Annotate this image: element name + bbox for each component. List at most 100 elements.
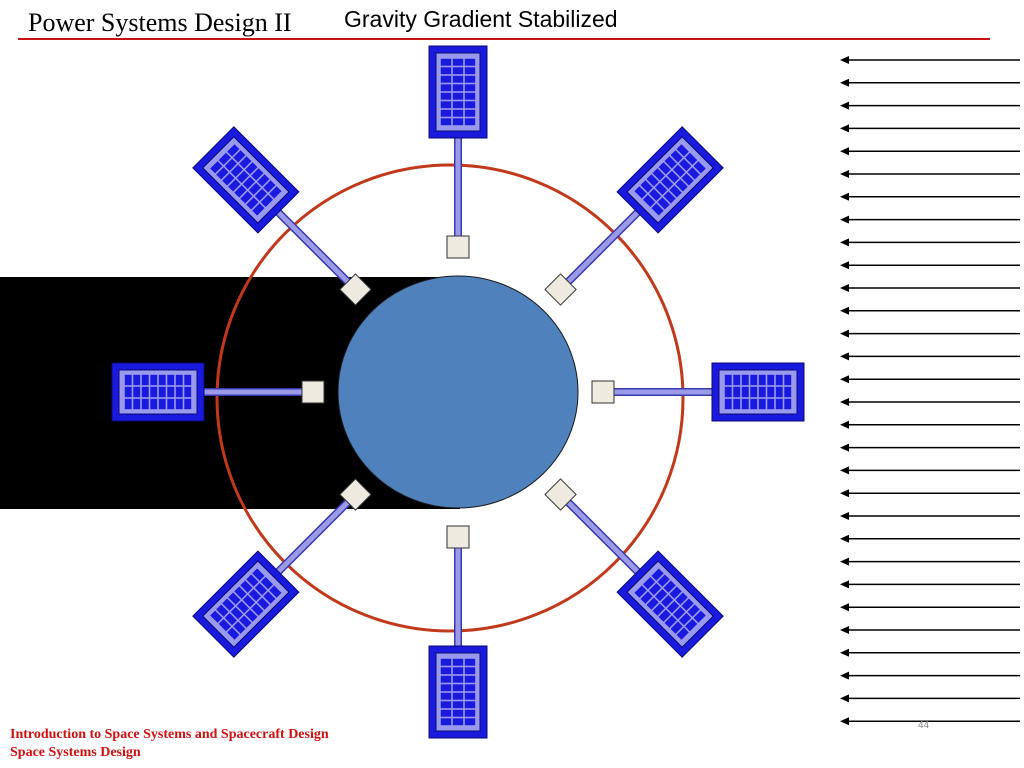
sunlight-arrow: [840, 78, 1020, 87]
solar-cell: [648, 188, 662, 202]
solar-cell: [440, 684, 452, 692]
solar-cell: [124, 374, 132, 386]
solar-cell: [663, 580, 676, 593]
sunlight-arrowhead: [840, 56, 849, 64]
solar-cell: [733, 398, 741, 410]
sunlight-arrow: [840, 466, 1020, 475]
solar-cell: [464, 67, 476, 75]
solar-cell: [669, 586, 682, 599]
solar-cell: [741, 398, 749, 410]
sunlight-arrow: [840, 648, 1020, 657]
solar-panel-face: [435, 652, 481, 732]
solar-cell: [245, 609, 258, 622]
satellite-hub: [301, 380, 325, 404]
sunlight-arrow: [840, 603, 1020, 612]
solar-cell: [254, 582, 268, 596]
sunlight-arrow: [840, 124, 1020, 133]
sunlight-arrowhead: [840, 170, 849, 178]
sunlight-arrow: [840, 329, 1020, 338]
solar-cell: [440, 709, 452, 717]
solar-cell: [464, 667, 476, 675]
solar-cell: [227, 144, 240, 157]
solar-cell: [440, 75, 452, 83]
solar-cell: [673, 164, 686, 177]
satellite: [544, 478, 724, 658]
sunlight-arrowhead: [840, 420, 849, 429]
solar-cell: [440, 667, 452, 675]
sunlight-arrowhead: [840, 375, 849, 384]
solar-cell: [634, 186, 647, 199]
solar-cell: [228, 179, 241, 192]
solar-cell: [184, 374, 192, 386]
solar-cell: [452, 718, 464, 726]
solar-cell: [133, 386, 141, 398]
solar-cell: [724, 374, 732, 386]
solar-cell: [440, 84, 452, 92]
solar-cell: [687, 167, 700, 180]
satellite: [192, 126, 372, 306]
solar-panel-face: [435, 52, 481, 132]
satellite-hub: [591, 380, 615, 404]
solar-cell: [685, 152, 698, 165]
solar-cell: [133, 398, 141, 410]
solar-cell: [464, 84, 476, 92]
solar-cell: [440, 701, 452, 709]
solar-cell: [167, 386, 175, 398]
solar-cell: [175, 398, 183, 410]
solar-cell: [257, 174, 270, 187]
solar-cell: [184, 398, 192, 410]
satellite-hub: [339, 478, 372, 511]
solar-cell: [784, 398, 792, 410]
solar-cell: [452, 709, 464, 717]
solar-cell: [667, 170, 680, 183]
sunlight-arrow: [840, 717, 1020, 726]
solar-cell: [239, 615, 252, 628]
solar-cell: [440, 67, 452, 75]
solar-cell: [222, 598, 235, 611]
solar-panel: [111, 362, 205, 422]
solar-cell: [661, 176, 674, 189]
solar-cell: [673, 607, 686, 620]
sunlight-arrowhead: [840, 512, 849, 520]
solar-cell: [658, 609, 671, 622]
solar-panel: [616, 550, 724, 658]
sunlight-arrow: [840, 170, 1020, 178]
sunlight-arrowhead: [840, 717, 849, 726]
sunlight-arrowhead: [840, 626, 849, 634]
solar-cell: [642, 576, 656, 590]
sunlight-arrowhead: [840, 352, 849, 361]
footer-line-2: Space Systems Design: [10, 745, 141, 760]
solar-cell: [464, 75, 476, 83]
solar-cell: [676, 627, 689, 640]
solar-cell: [158, 398, 166, 410]
solar-cell: [681, 173, 694, 186]
solar-cell: [669, 185, 682, 198]
sunlight-arrow: [840, 56, 1020, 64]
solar-cell: [269, 585, 282, 598]
sunlight-arrow: [840, 557, 1020, 566]
solar-cell: [175, 374, 183, 386]
satellite-hub-box: [339, 273, 372, 306]
solar-cell: [175, 386, 183, 398]
solar-cell: [646, 597, 659, 610]
solar-cell: [230, 607, 243, 620]
sunlight-arrowhead: [840, 306, 849, 315]
solar-cell: [724, 386, 732, 398]
solar-cell: [216, 167, 229, 180]
solar-cell: [240, 580, 253, 593]
sunlight-arrow: [840, 375, 1020, 384]
course-title: Power Systems Design II: [28, 8, 292, 37]
sunlight-arrow: [840, 580, 1020, 589]
satellite: [111, 362, 325, 422]
sunlight-arrow: [840, 284, 1020, 292]
solar-cell: [452, 75, 464, 83]
sunlight-arrowhead: [840, 648, 849, 657]
solar-cell: [440, 118, 452, 126]
solar-cell: [648, 582, 662, 596]
solar-cell: [254, 188, 268, 202]
satellite-hub-box: [446, 235, 470, 259]
solar-cell: [670, 150, 683, 163]
sunlight-arrow: [840, 147, 1020, 156]
sunlight-arrowhead: [840, 534, 849, 543]
solar-panel: [711, 362, 805, 422]
